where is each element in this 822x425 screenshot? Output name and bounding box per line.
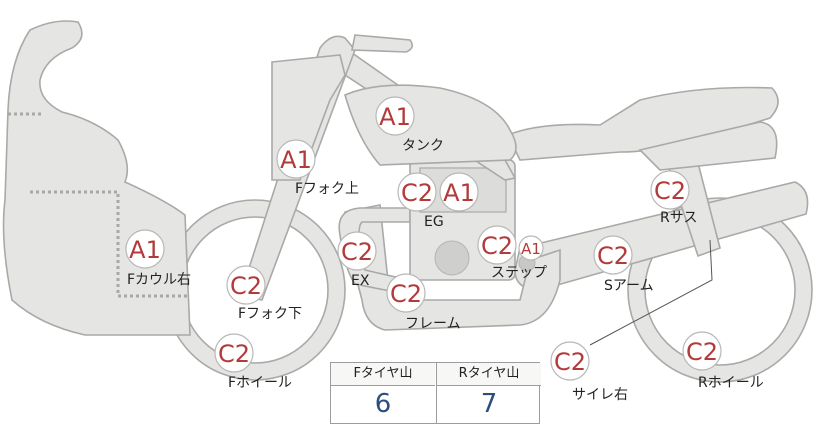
grade-marker-front-fork-upper: A1 [276,139,316,179]
svg-text:C2: C2 [341,238,373,266]
swing-arm-shape [514,181,809,291]
grade-marker-step-left: C2 [477,225,517,265]
svg-text:A1: A1 [129,236,161,264]
svg-text:C2: C2 [597,242,629,270]
grade-marker-exhaust: C2 [337,231,377,271]
grade-marker-front-fork-lower: C2 [226,265,266,305]
svg-text:C2: C2 [654,177,686,205]
grade-marker-step-right: A1 [518,235,544,261]
label-swing-arm: Sアーム [604,278,654,294]
rear-tire-header: Rタイヤ山 [437,363,541,386]
svg-text:C2: C2 [401,179,433,207]
svg-text:C2: C2 [686,338,718,366]
svg-text:A1: A1 [379,103,411,131]
label-rear-wheel: Rホイール [698,375,764,391]
front-tire-header: Fタイヤ山 [331,363,435,386]
grade-marker-front-wheel: C2 [214,333,254,373]
label-front-wheel: Fホイール [228,375,292,391]
grade-marker-swing-arm: C2 [593,235,633,275]
grade-marker-rear-wheel: C2 [682,331,722,371]
grade-marker-rear-suspension: C2 [650,170,690,210]
handlebar-grip-shape [351,34,414,53]
label-front-cowl: Fカウル右 [127,272,191,288]
label-front-fork-upper: Fフォク上 [295,181,359,197]
front-tire-value: 6 [374,389,392,419]
front-tire-column: Fタイヤ山 6 [331,363,435,423]
rear-tire-value: 7 [480,389,498,419]
label-tank: タンク [402,138,444,154]
tire-tread-table: Fタイヤ山 6 Rタイヤ山 7 [330,362,541,424]
grade-marker-engine-right: A1 [439,172,479,212]
svg-text:C2: C2 [390,280,422,308]
grade-marker-engine-left: C2 [397,172,437,212]
svg-text:C2: C2 [230,272,262,300]
rear-fender-shape [638,121,778,171]
svg-text:C2: C2 [218,340,250,368]
grade-marker-front-cowl: A1 [125,229,165,269]
label-rear-suspension: Rサス [660,210,697,226]
label-frame: フレーム [405,316,461,332]
svg-text:A1: A1 [443,179,475,207]
svg-text:C2: C2 [481,232,513,260]
grade-marker-silencer: C2 [550,341,590,381]
label-step: ステップ [491,265,547,281]
label-exhaust: EX [351,273,370,289]
label-engine: EG [424,214,444,230]
grade-marker-tank: A1 [375,96,415,136]
svg-text:A1: A1 [280,146,312,174]
svg-text:A1: A1 [521,240,541,258]
silencer-leader-line [589,239,713,346]
grade-marker-frame: C2 [386,273,426,313]
rear-tire-column: Rタイヤ山 7 [436,363,541,423]
label-front-fork-lower: Fフォク下 [238,306,302,322]
svg-text:C2: C2 [554,348,586,376]
label-silencer: サイレ右 [572,387,628,403]
